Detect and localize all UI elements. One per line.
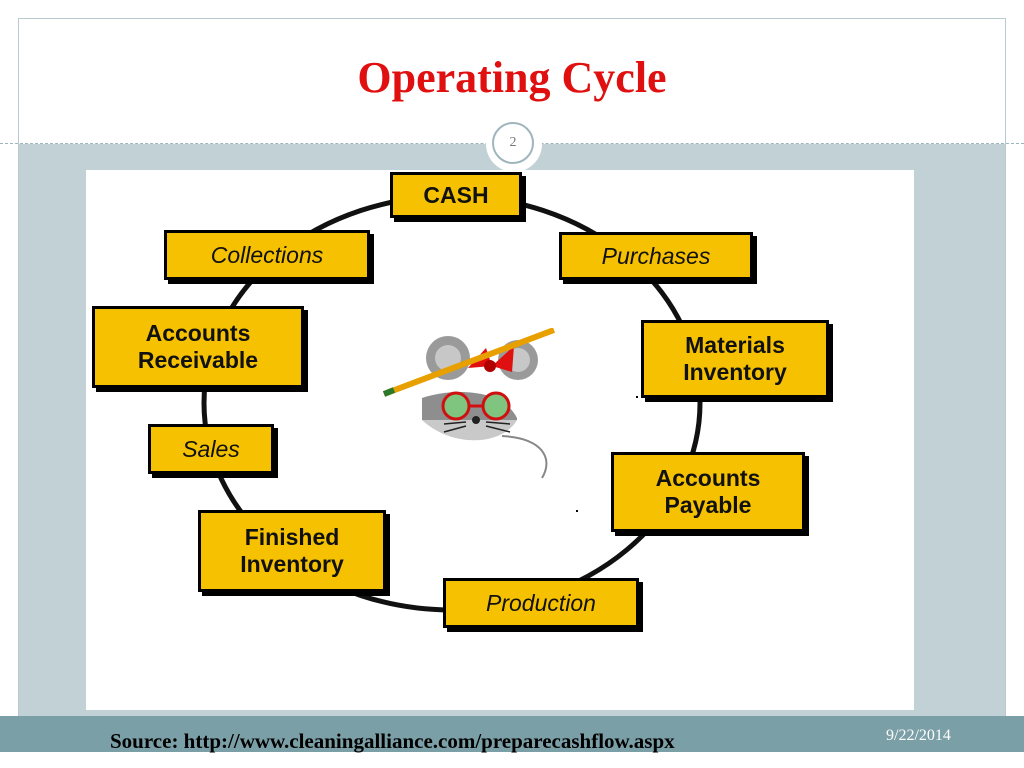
node-accounts-receivable: Accounts Receivable <box>92 306 304 388</box>
node-label: Finished Inventory <box>240 524 344 577</box>
node-label: Collections <box>210 241 324 268</box>
node-sales: Sales <box>148 424 274 474</box>
node-production: Production <box>443 578 639 628</box>
stray-dot <box>636 396 638 398</box>
node-label: Production <box>486 589 596 616</box>
slide-date: 9/22/2014 <box>886 727 951 744</box>
node-materials-inventory: Materials Inventory <box>641 320 829 398</box>
slide-number-badge: 2 <box>492 122 534 164</box>
node-label: Accounts Receivable <box>137 320 259 373</box>
source-citation: Source: http://www.cleaningalliance.com/… <box>110 729 675 753</box>
node-label: Materials Inventory <box>683 332 787 385</box>
node-purchases: Purchases <box>559 232 753 280</box>
stray-dot <box>576 510 578 512</box>
node-cash: CASH <box>390 172 522 218</box>
footer-bar <box>0 716 1024 752</box>
node-label: Sales <box>182 435 240 462</box>
node-label: CASH <box>423 181 489 208</box>
mouse-clipart-image <box>382 328 556 479</box>
footer-bottom-strip <box>0 752 1024 768</box>
node-label: Purchases <box>601 242 711 269</box>
slide-title: Operating Cycle <box>357 53 667 102</box>
operating-cycle-diagram: CASH Purchases Materials Inventory Accou… <box>86 170 914 710</box>
node-label: Accounts Payable <box>655 465 761 518</box>
node-finished-inventory: Finished Inventory <box>198 510 386 592</box>
node-accounts-payable: Accounts Payable <box>611 452 805 532</box>
node-collections: Collections <box>164 230 370 280</box>
